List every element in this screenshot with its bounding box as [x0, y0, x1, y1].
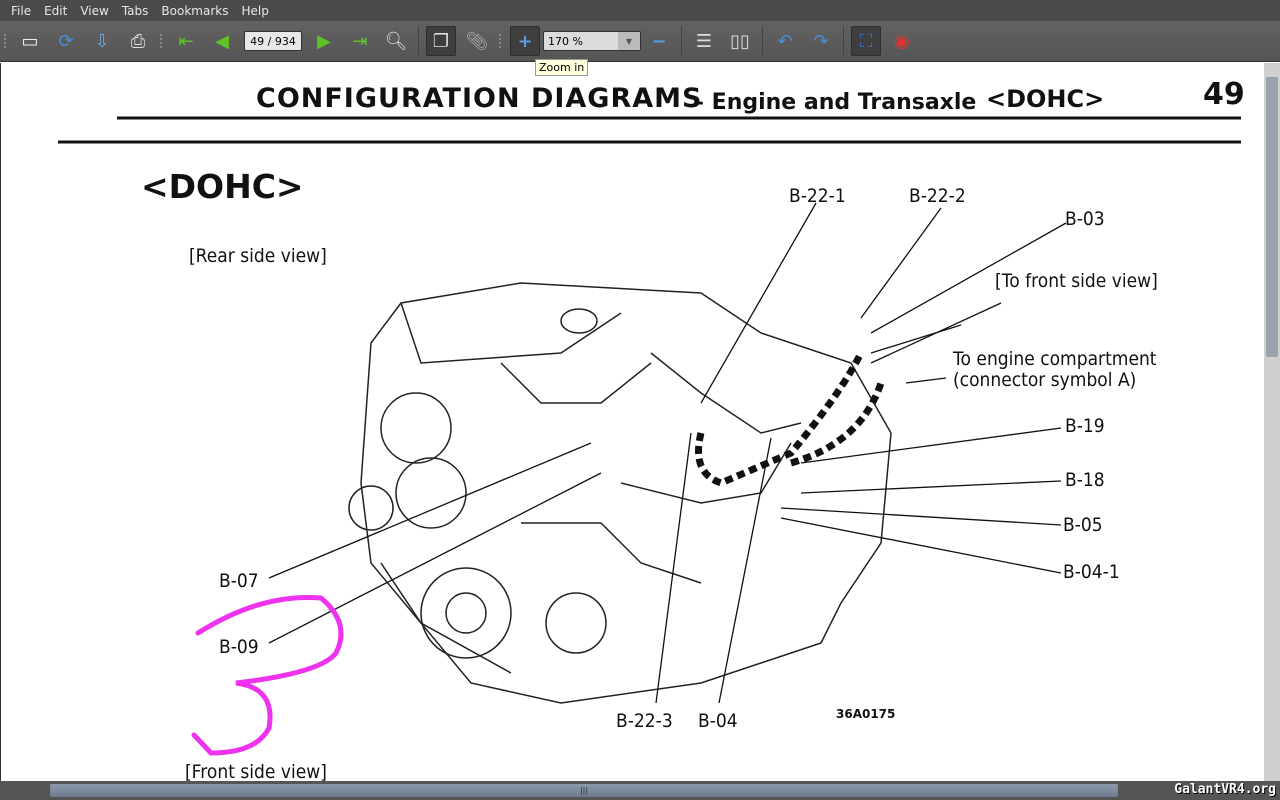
reload-icon[interactable]: ⟳ [58, 30, 74, 52]
watermark: GalantVR4.org [1174, 782, 1276, 797]
connector-label: B-22-3 [616, 710, 673, 732]
zoom-value: 170 % [548, 34, 583, 48]
menu-bar: File Edit View Tabs Bookmarks Help [0, 0, 1280, 21]
engine-diagram [58, 116, 1241, 756]
connector-label: B-05 [1063, 514, 1103, 536]
chevron-down-icon[interactable]: ▼ [618, 32, 640, 50]
separator [418, 26, 419, 56]
previous-page-icon[interactable]: ◀ [215, 30, 229, 52]
page-header-subtitle: – Engine and Transaxle [693, 90, 977, 115]
zoom-out-icon[interactable]: − [651, 30, 667, 52]
print-icon[interactable]: ⎙ [130, 30, 146, 52]
menu-view[interactable]: View [80, 3, 109, 18]
connector-symbol-label: (connector symbol A) [953, 369, 1137, 391]
menu-edit[interactable]: Edit [44, 3, 68, 18]
menu-tabs[interactable]: Tabs [121, 3, 149, 18]
connector-label: B-19 [1065, 415, 1105, 437]
front-view-label: [Front side view] [185, 761, 327, 781]
connector-label: B-09 [219, 636, 259, 658]
continuous-icon[interactable]: ☰ [695, 30, 713, 52]
toolbar-grip[interactable] [499, 34, 503, 48]
last-page-icon[interactable]: ⇥ [352, 30, 368, 52]
find-icon[interactable]: 🔍︎ [384, 30, 408, 52]
thumbnails-icon[interactable]: ❐ [426, 26, 456, 56]
page-header-tag: <DOHC> [986, 85, 1105, 113]
connector-label: B-22-1 [789, 185, 846, 207]
menu-help[interactable]: Help [241, 3, 269, 18]
connector-label: B-18 [1065, 469, 1105, 491]
toolbar-grip[interactable] [160, 34, 164, 48]
document-view[interactable]: CONFIGURATION DIAGRAMS – Engine and Tran… [0, 63, 1264, 781]
connector-label: B-22-2 [909, 185, 966, 207]
connector-label: B-03 [1065, 208, 1105, 230]
section-title: <DOHC> [141, 167, 304, 206]
page-header-title: CONFIGURATION DIAGRAMS [256, 83, 703, 114]
handwritten-annotation [191, 594, 344, 756]
horizontal-scroll-thumb[interactable]: ||| [50, 784, 1118, 797]
separator [762, 26, 763, 56]
zoom-select[interactable]: 170 % ▼ [543, 31, 641, 51]
toolbar: ▭ ⟳ ⇩ ⎙ ⇤ ◀ 49 / 934 ▶ ⇥ 🔍︎ ❐ 📎︎ + 170 %… [0, 21, 1280, 62]
menu-bookmarks[interactable]: Bookmarks [161, 3, 229, 18]
to-front-label: [To front side view] [995, 270, 1158, 292]
presentation-icon[interactable]: ◉ [894, 30, 910, 52]
page-number-input[interactable]: 49 / 934 [244, 31, 302, 51]
menu-file[interactable]: File [11, 3, 32, 18]
page-number: 49 [1203, 77, 1245, 112]
dual-page-icon[interactable]: ▯▯ [730, 30, 750, 52]
vertical-scroll-thumb[interactable] [1266, 77, 1278, 357]
first-page-icon[interactable]: ⇤ [178, 30, 194, 52]
open-icon[interactable]: ▭ [21, 30, 39, 52]
rotate-right-icon[interactable]: ↷ [813, 30, 829, 52]
to-engine-label: To engine compartment [953, 348, 1157, 370]
tooltip: Zoom in [535, 59, 589, 76]
toolbar-grip[interactable] [4, 34, 8, 48]
connector-label: B-04 [698, 710, 738, 732]
connector-label: B-07 [219, 570, 259, 592]
next-page-icon[interactable]: ▶ [317, 30, 331, 52]
fullscreen-icon[interactable]: ⛶ [851, 26, 881, 56]
vertical-scrollbar[interactable] [1264, 63, 1280, 781]
horizontal-scrollbar[interactable]: ||| [0, 781, 1280, 800]
rear-view-label: [Rear side view] [189, 245, 327, 267]
separator [681, 26, 682, 56]
save-icon[interactable]: ⇩ [94, 30, 110, 52]
separator [843, 26, 844, 56]
connector-label: B-04-1 [1063, 561, 1120, 583]
attachment-icon[interactable]: 📎︎ [465, 30, 489, 52]
rotate-left-icon[interactable]: ↶ [777, 30, 793, 52]
figure-id: 36A0175 [836, 707, 896, 721]
zoom-in-icon[interactable]: + [510, 26, 540, 56]
